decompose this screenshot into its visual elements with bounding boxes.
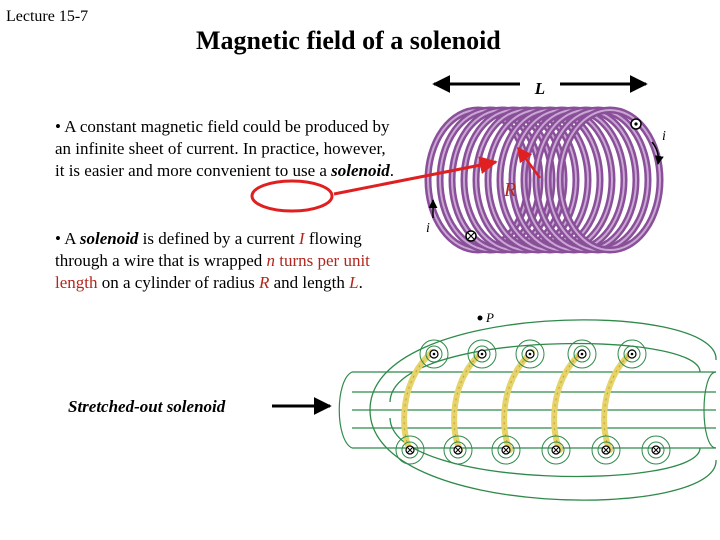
field-ring — [573, 345, 591, 363]
field-ring — [473, 345, 491, 363]
text-fragment: on a cylinder of radius — [97, 273, 259, 292]
field-ring — [419, 339, 449, 369]
field-ring — [623, 345, 641, 363]
wire-loop — [551, 349, 585, 453]
slide-title: Magnetic field of a solenoid — [196, 26, 501, 55]
current-label-top: i — [662, 129, 666, 144]
field-ring — [443, 435, 473, 465]
current-out-dot-icon — [528, 352, 532, 356]
current-out-dot-icon — [480, 352, 484, 356]
field-ring — [617, 339, 647, 369]
radius-arrow — [516, 146, 542, 179]
wire-loop-shading — [603, 351, 633, 451]
length-symbol: L — [349, 273, 359, 292]
field-ring — [401, 441, 419, 459]
turns-per-length: turns per unit length — [55, 251, 370, 292]
turns-symbol: n — [266, 251, 276, 270]
current-out-dot-icon — [630, 352, 634, 356]
solenoid-callout-arrow — [333, 156, 498, 196]
field-ring — [467, 339, 497, 369]
lecture-number: Lecture 15-7 — [6, 8, 89, 25]
current-direction-arrow-top — [651, 141, 664, 165]
current-in-cross-icon — [603, 447, 609, 453]
point-p-label: P — [485, 310, 494, 325]
current-in-cross-icon — [455, 447, 461, 453]
solenoid-coil — [424, 106, 664, 254]
field-line-left — [338, 371, 353, 449]
wire-loop-shading — [403, 351, 433, 451]
stretched-solenoid-field-diagram — [338, 319, 717, 501]
current-symbol: I — [298, 229, 305, 248]
field-ring — [491, 435, 521, 465]
field-line-outer — [369, 319, 717, 501]
current-in-cross-icon — [503, 447, 509, 453]
current-out-dot-icon — [432, 352, 436, 356]
field-ring — [395, 435, 425, 465]
radius-label: R — [503, 179, 516, 201]
length-label: L — [534, 79, 545, 98]
text-fragment: and length — [269, 273, 350, 292]
field-line-right — [703, 371, 717, 449]
current-label-bottom: i — [426, 221, 430, 236]
text-fragment: . — [358, 273, 363, 292]
current-in-cross-icon — [467, 232, 475, 240]
solenoid-keyword: solenoid — [331, 161, 390, 180]
stretched-solenoid-label: Stretched-out solenoid — [68, 397, 226, 416]
coil-turn-highlight — [559, 109, 661, 251]
bullet: • — [55, 229, 65, 248]
field-ring — [521, 345, 539, 363]
wire-loop-shading — [553, 351, 583, 451]
wire-loop — [501, 349, 535, 453]
solenoid-keyword: solenoid — [79, 229, 139, 248]
text-fragment: is defined by a current — [138, 229, 299, 248]
current-out-dot-icon — [580, 352, 584, 356]
wire-loop — [601, 349, 635, 453]
field-ring — [515, 339, 545, 369]
wire-loop-shading — [453, 351, 483, 451]
field-ring — [449, 441, 467, 459]
field-ring — [547, 441, 565, 459]
point-p-marker — [477, 315, 483, 321]
wire-loop — [451, 349, 485, 453]
current-in-cross-icon — [553, 447, 559, 453]
field-ring — [541, 435, 571, 465]
paragraph-end: . — [389, 161, 394, 180]
paragraph-solenoid-definition: • A solenoid is defined by a current I f… — [55, 228, 395, 294]
field-ring — [425, 345, 443, 363]
field-ring — [567, 339, 597, 369]
field-ring — [597, 441, 615, 459]
wire-loop-shading — [503, 351, 533, 451]
radius-symbol: R — [258, 273, 270, 292]
solenoid-callout-ellipse — [250, 179, 334, 213]
current-out-dot-icon — [634, 122, 638, 126]
field-ring — [647, 441, 665, 459]
text-fragment: flowing through a wire that is wrapped — [55, 229, 362, 270]
paragraph-text: A constant magnetic field could be produ… — [55, 117, 390, 180]
field-ring — [497, 441, 515, 459]
bullet: • — [55, 117, 65, 136]
paragraph-constant-field: • A constant magnetic field could be pro… — [55, 116, 395, 182]
field-ring — [591, 435, 621, 465]
current-in-cross-icon — [407, 447, 413, 453]
current-in-cross-icon — [653, 447, 659, 453]
text-fragment: A — [64, 229, 80, 248]
field-ring — [641, 435, 671, 465]
